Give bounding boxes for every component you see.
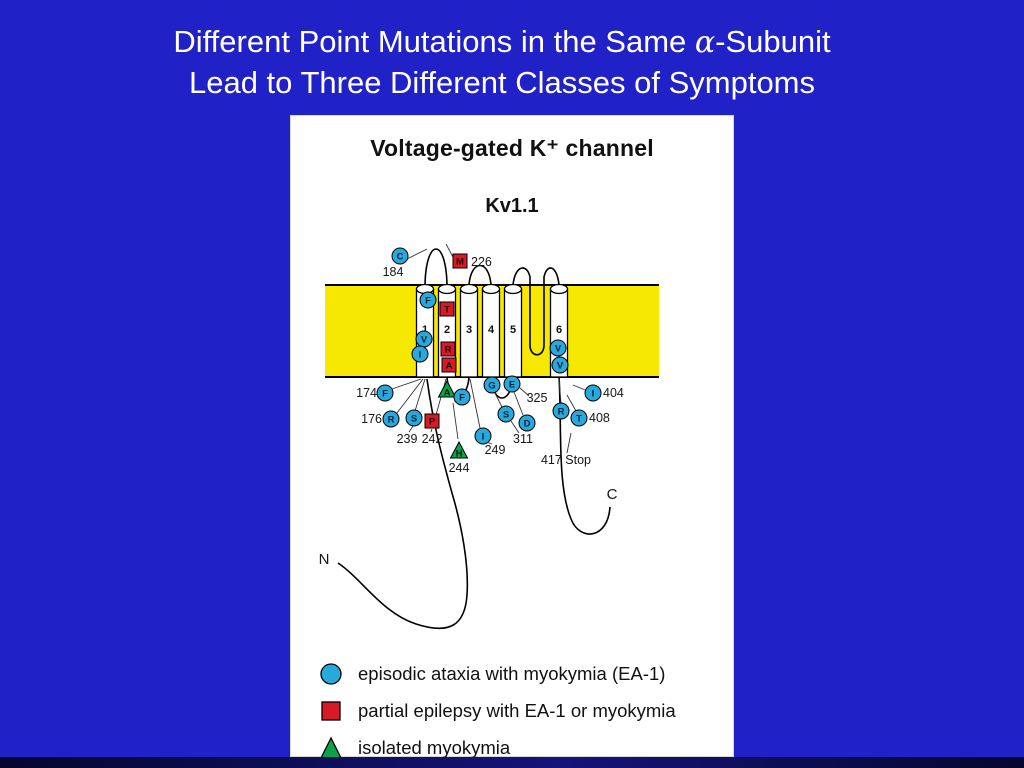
marker-i249: I [474,427,492,445]
svg-text:I: I [482,432,485,443]
figure-panel: Voltage-gated K⁺ channel Kv1.1 [290,115,734,759]
svg-text:F: F [382,389,388,400]
svg-text:S: S [411,414,417,425]
marker-s2-a: A [441,357,457,373]
red-square-icon [321,700,341,721]
slide-title-line1: Different Point Mutations in the Same α-… [0,22,1004,63]
legend-label-myokymia: isolated myokymia [358,736,511,758]
legend-label-epilepsy: partial epilepsy with EA-1 or myokymia [358,699,676,721]
leader-lines [391,243,586,454]
svg-text:P: P [429,417,436,428]
marker-c184: C [391,247,409,265]
segment-3 [459,283,479,378]
segment-6-number: 6 [556,324,562,336]
title-alpha-symbol: α [694,25,716,60]
marker-m226: M [452,253,468,269]
marker-s2-t: T [439,301,455,317]
svg-text:V: V [421,335,428,346]
svg-text:F: F [425,296,431,307]
marker-s2-r: R [440,341,456,357]
marker-s1-i: I [411,345,429,363]
legend: episodic ataxia with myokymia (EA-1) par… [318,655,718,766]
marker-d325: D [518,414,536,432]
label-249: 249 [485,443,506,457]
segment-4-number: 4 [488,324,495,336]
legend-label-ea1: episodic ataxia with myokymia (EA-1) [358,662,666,684]
title-line1-pre: Different Point Mutations in the Same [173,24,695,59]
label-408: 408 [589,411,610,425]
svg-text:F: F [459,393,465,404]
figure-subtitle: Kv1.1 [485,195,539,217]
title-line1-post: -Subunit [715,24,831,59]
marker-s239: S [405,409,423,427]
svg-text:I: I [419,350,422,361]
segment-5-number: 5 [510,324,516,336]
channel-diagram: 1 2 3 4 5 6 [319,243,659,630]
svg-text:A: A [446,361,453,372]
svg-text:S: S [503,410,509,421]
label-184: 184 [383,265,404,279]
svg-text:M: M [456,257,464,268]
label-176: 176 [361,412,382,426]
marker-r176: R [382,410,400,428]
svg-text:I: I [592,389,595,400]
label-174: 174 [356,386,377,400]
svg-text:H: H [456,449,463,460]
svg-text:R: R [445,345,452,356]
marker-s311: S [497,405,515,423]
label-325: 325 [527,391,548,405]
slide-title: Different Point Mutations in the Same α-… [0,22,1004,103]
marker-e-loop: E [503,375,521,393]
svg-text:C: C [397,252,404,263]
marker-h244: H [449,440,469,460]
svg-text:A: A [444,388,451,399]
blue-circle-icon [320,662,342,685]
n-terminus-label: N [319,551,330,568]
marker-r-cterm: R [552,402,570,420]
label-417-stop: 417 Stop [541,453,591,467]
marker-s1-f: F [419,291,437,309]
figure-title: Voltage-gated K⁺ channel [370,135,654,161]
label-244: 244 [449,461,470,475]
marker-t408: T [570,409,588,427]
footer-strip [0,757,1024,768]
svg-text:E: E [509,380,515,391]
marker-a-triangle: A [437,379,457,399]
segment-2-number: 2 [444,324,450,336]
segment-3-number: 3 [466,324,472,336]
slide-title-line2: Lead to Three Different Classes of Sympt… [188,65,816,100]
label-226: 226 [471,255,492,269]
c-terminus-label: C [607,486,618,503]
svg-text:D: D [524,419,531,430]
marker-i404: I [584,384,602,402]
svg-text:V: V [555,344,562,355]
label-404: 404 [603,386,624,400]
svg-text:R: R [388,415,395,426]
n-terminus-curve [337,378,469,630]
label-311: 311 [513,432,533,446]
legend-item-myokymia: isolated myokymia [318,729,718,766]
marker-s6-v2: V [551,356,569,374]
marker-s6-v1: V [549,339,567,357]
position-labels: 184 226 174 176 239 242 244 249 311 325 … [356,255,624,475]
svg-text:T: T [576,414,582,425]
svg-text:V: V [557,361,564,372]
marker-p242: P [424,413,440,429]
svg-text:G: G [488,381,495,392]
segment-4 [481,283,501,378]
label-239: 239 [397,432,418,446]
segment-1-number: 1 [422,324,428,336]
marker-f174: F [376,384,394,402]
svg-text:R: R [558,407,565,418]
label-242: 242 [422,432,443,446]
mutation-markers: C M F V I [376,247,602,460]
marker-f-mid: F [453,388,471,406]
marker-s1-v: V [415,330,433,348]
legend-item-ea1: episodic ataxia with myokymia (EA-1) [318,655,718,692]
legend-item-epilepsy: partial epilepsy with EA-1 or myokymia [318,692,718,729]
marker-g-loop: G [483,376,501,394]
svg-text:T: T [444,305,450,316]
